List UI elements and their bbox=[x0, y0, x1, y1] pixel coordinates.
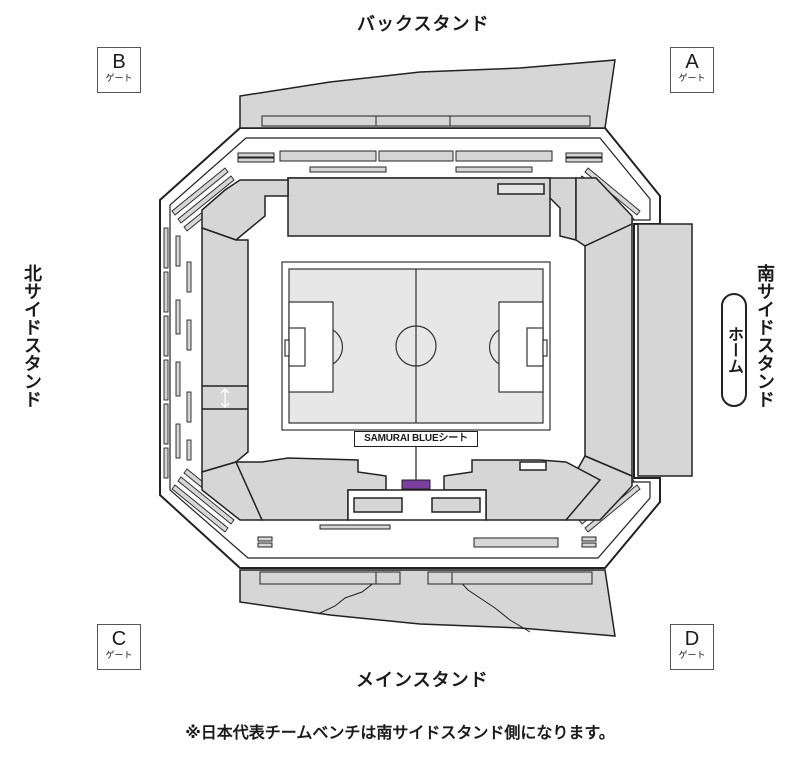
gate-c[interactable]: C ゲート bbox=[97, 624, 141, 670]
south-stand-lower[interactable] bbox=[584, 222, 633, 478]
main-stand-upper-steps bbox=[259, 571, 593, 633]
back-stand-upper[interactable] bbox=[239, 59, 616, 129]
gate-d[interactable]: D ゲート bbox=[670, 624, 714, 670]
samurai-blue-seat-label: SAMURAI BLUEシート bbox=[354, 431, 478, 447]
gate-letter: D bbox=[684, 628, 700, 650]
footnote: ※日本代表チームベンチは南サイドスタンド側になります。 bbox=[185, 723, 615, 742]
bowl-corner-nw[interactable] bbox=[201, 179, 289, 241]
up-down-arrow-icon bbox=[220, 388, 230, 408]
gate-b[interactable]: B ゲート bbox=[97, 47, 141, 93]
back-stand-upper-rows bbox=[261, 115, 591, 127]
south-side-stand-upper[interactable] bbox=[637, 223, 693, 477]
main-stand-label: メインスタンド bbox=[356, 670, 489, 691]
gate-word: ゲート bbox=[105, 651, 133, 661]
gate-letter: B bbox=[112, 51, 126, 73]
lower-bowl bbox=[201, 177, 633, 521]
north-stand-label: 北サイドスタンド bbox=[21, 264, 42, 408]
gate-word: ゲート bbox=[105, 74, 133, 84]
home-side-badge: ホーム bbox=[721, 293, 747, 407]
back-stand-label: バックスタンド bbox=[357, 14, 490, 35]
back-stand-lower-center[interactable] bbox=[287, 177, 551, 237]
gate-word: ゲート bbox=[678, 74, 706, 84]
gate-letter: C bbox=[111, 628, 127, 650]
gate-letter: A bbox=[685, 51, 699, 73]
north-stand-lower[interactable] bbox=[201, 226, 249, 474]
main-stand-upper[interactable] bbox=[239, 569, 616, 637]
main-stand-lower[interactable] bbox=[234, 457, 387, 521]
main-concourse-blocks bbox=[257, 524, 597, 548]
north-concourse-rows bbox=[163, 227, 192, 479]
back-concourse-blocks bbox=[237, 150, 603, 173]
samurai-blue-seat-block[interactable] bbox=[401, 447, 431, 490]
home-label: ホーム bbox=[725, 326, 744, 374]
pitch bbox=[281, 261, 551, 431]
gate-word: ゲート bbox=[678, 651, 706, 661]
south-stand-label: 南サイドスタンド bbox=[754, 264, 775, 408]
gate-a[interactable]: A ゲート bbox=[670, 47, 714, 93]
